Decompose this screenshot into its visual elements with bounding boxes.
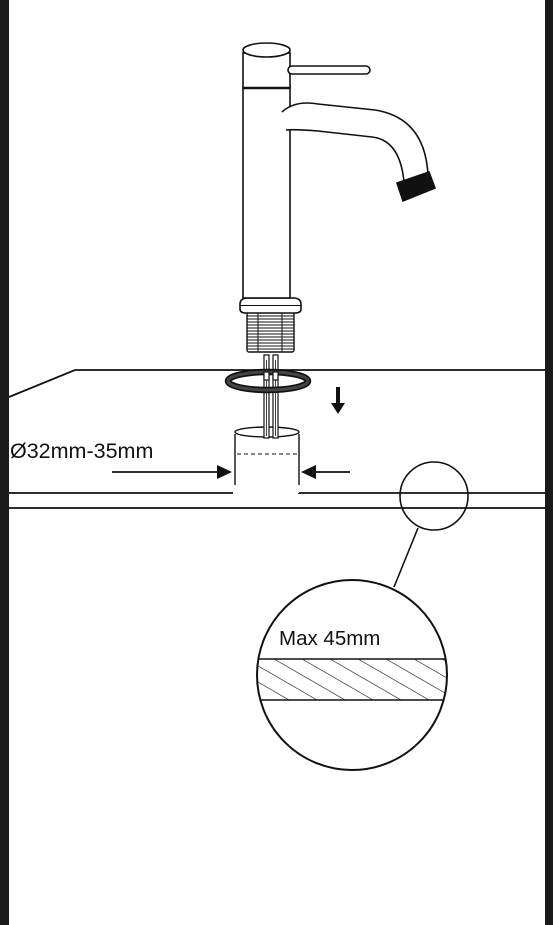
hole-diameter-label: Ø32mm-35mm [10,439,153,463]
tap-lever [287,65,371,75]
detail-callout [393,461,469,588]
left-border [0,0,9,925]
tap-handle-housing [242,52,291,89]
right-border [545,0,553,925]
tap-column [242,86,291,299]
shank-thread [247,315,294,350]
tap-body [239,42,437,314]
spout-aerator [395,170,437,203]
mounting-hole [234,426,300,493]
countertop-top-surface [8,369,545,398]
callout-leader-line [393,527,419,588]
tap-spout [281,102,429,184]
detail-magnified-view: Max 45mm [256,579,448,771]
diameter-dimension [112,465,350,479]
countertop [8,369,545,509]
o-ring [224,368,312,394]
max-thickness-label: Max 45mm [279,627,380,650]
countertop-section-hatch [257,659,447,700]
detail-marker-circle [399,461,469,531]
arrow-down-icon [331,387,345,414]
